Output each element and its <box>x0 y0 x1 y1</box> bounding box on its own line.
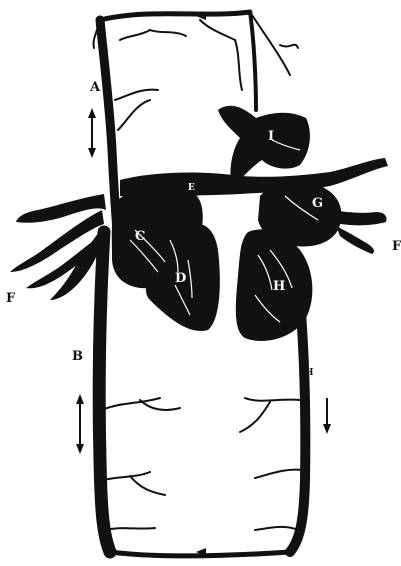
label-e: E <box>188 183 195 193</box>
label-b: B <box>72 349 83 364</box>
arrow-down-left <box>88 148 96 158</box>
label-g: G <box>312 196 323 211</box>
label-i: I <box>268 129 274 144</box>
arrow-down-left-lower <box>76 444 84 454</box>
heart-left-side <box>218 106 341 341</box>
label-h-vessel: H <box>305 368 314 378</box>
label-d: D <box>175 271 186 286</box>
label-h: H <box>273 279 285 294</box>
right-upper-vessel <box>250 12 256 110</box>
label-f-left: F <box>6 291 16 306</box>
label-f-right: F <box>392 239 401 254</box>
label-c: C <box>135 229 145 244</box>
arrow-up-left-lower <box>76 394 84 404</box>
right-vessel <box>290 300 305 552</box>
heart-right-side <box>112 184 220 331</box>
top-vessel <box>100 12 250 20</box>
arrow-up-left <box>88 108 96 118</box>
left-vessel-b <box>99 232 110 552</box>
label-f-mid: F <box>223 197 230 207</box>
arrow-down-right <box>323 424 331 434</box>
right-lung-vessels <box>330 210 387 254</box>
label-a: A <box>89 80 101 95</box>
left-lung-vessels <box>10 194 106 300</box>
